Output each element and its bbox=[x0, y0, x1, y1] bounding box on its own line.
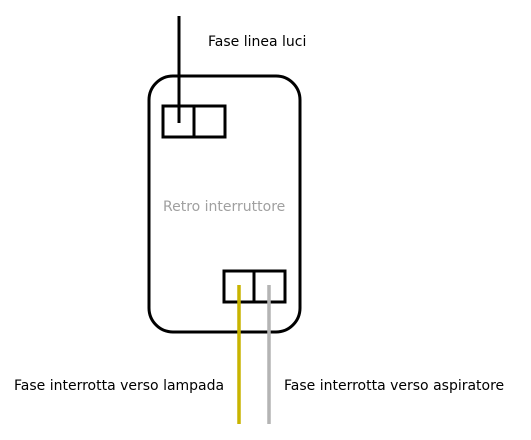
switch-body bbox=[147, 74, 302, 334]
label-fan-wire: Fase interrotta verso aspiratore bbox=[284, 378, 504, 394]
label-lamp-wire: Fase interrotta verso lampada bbox=[14, 378, 224, 394]
label-switch-rear: Retro interruttore bbox=[163, 199, 285, 215]
label-line-phase: Fase linea luci bbox=[208, 34, 306, 50]
